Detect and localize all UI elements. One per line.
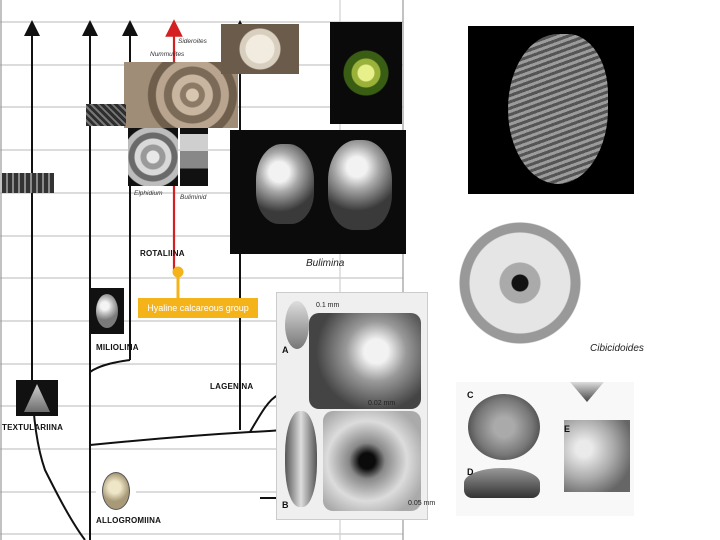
lagenina-label: LAGENINA (210, 382, 254, 391)
lagenina-plate (276, 292, 428, 520)
fragment-photo-2 (2, 173, 54, 193)
sem-spiral-photo (468, 26, 634, 194)
fragment-photo-1 (86, 104, 126, 126)
scale-label-005mm: 0.05 mm (408, 500, 436, 507)
scale-label-002mm: 0.02 mm (368, 400, 396, 407)
miliolina-photo (90, 288, 124, 334)
buliminid-photo (180, 128, 208, 186)
scale-label-01mm: 0.1 mm (316, 302, 340, 309)
bulimina-caption: Bulimina (306, 258, 345, 269)
allogromiina-photo (96, 470, 136, 510)
cibicidoides-detail-plate (456, 382, 634, 516)
plate-panel-e: E (564, 424, 571, 434)
nummulites-photo (124, 62, 238, 128)
allogromiina-label: ALLOGROMIINA (96, 516, 162, 525)
badge-connector (172, 266, 184, 300)
elphidium-label: Elphidium (134, 190, 163, 197)
star-foraminifer-photo (330, 22, 402, 124)
bulimina-photo (230, 130, 406, 254)
textulariina-photo (16, 380, 58, 416)
sideroites-photo (221, 24, 299, 74)
hyaline-calcareous-group-badge: Hyaline calcareous group (138, 298, 258, 318)
plate-panel-d: D (467, 467, 474, 477)
textulariina-label: TEXTULARIINA (2, 423, 64, 432)
cibicidoides-caption: Cibicidoides (590, 343, 644, 354)
plate-panel-c: C (467, 390, 474, 400)
sideroites-label: Sideroites (178, 38, 207, 45)
rotaliina-label: ROTALIINA (140, 249, 185, 258)
plate-panel-a: A (282, 345, 289, 355)
buliminid-label: Buliminid (180, 194, 207, 201)
cibicidoides-photo (458, 208, 582, 358)
miliolina-label: MILIOLINA (96, 343, 139, 352)
plate-panel-b: B (282, 500, 289, 510)
elphidium-photo (128, 128, 178, 186)
nummulites-label: Nummulites (150, 51, 185, 58)
